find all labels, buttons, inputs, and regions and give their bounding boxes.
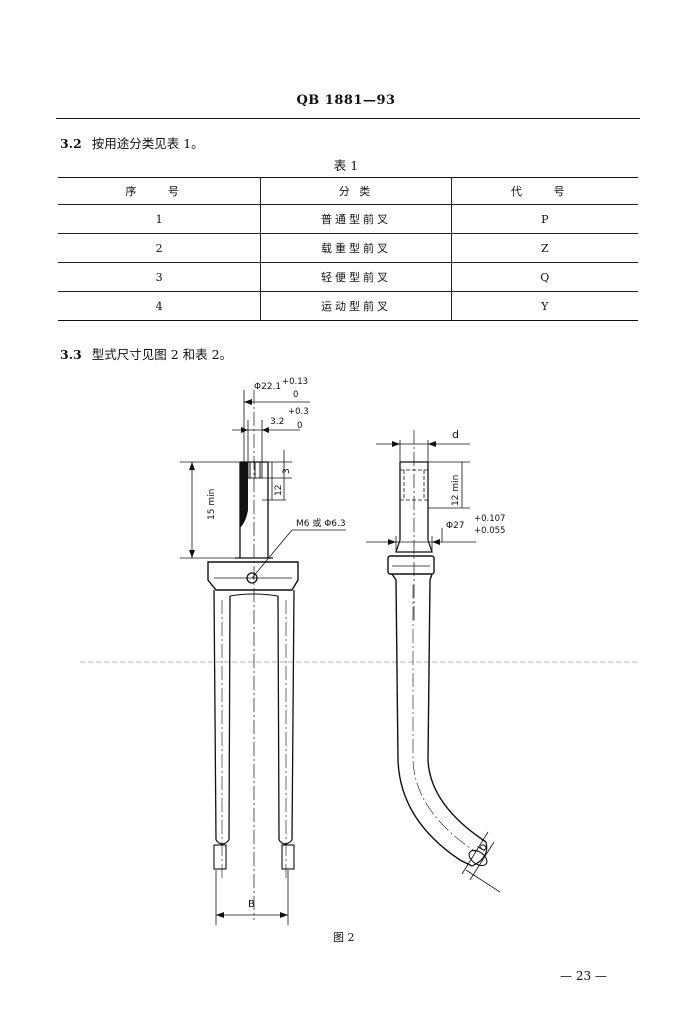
table-row: 4 运动型前叉 Y xyxy=(58,291,638,321)
dim-d: d xyxy=(452,428,459,441)
dim-12: 12 xyxy=(274,485,284,496)
cell-category: 轻便型前叉 xyxy=(260,262,452,292)
table-row: 1 普通型前叉 P xyxy=(58,204,638,234)
column-header-code: 代 号 xyxy=(451,177,638,205)
dim-b-width: B xyxy=(248,899,255,910)
side-view xyxy=(366,430,501,893)
header-rule xyxy=(56,118,640,119)
section-number: 3.3 xyxy=(60,347,82,362)
section-3-2: 3.2 按用途分类见表 1。 xyxy=(60,133,204,152)
column-header-number: 序 号 xyxy=(58,177,262,205)
figure-caption: 图 2 xyxy=(333,931,355,944)
table-caption: 表 1 xyxy=(333,158,359,173)
dim-phi22: Φ22.1 xyxy=(254,382,281,392)
classification-table: 序 号 分 类 代 号 1 普通型前叉 P 2 载重型前叉 Z 3 轻便型前叉 … xyxy=(58,177,638,321)
tol-phi22-upper: +0.13 xyxy=(282,377,308,387)
standard-number: QB 1881—93 xyxy=(296,93,396,108)
section-text: 型式尺寸见图 2 和表 2。 xyxy=(91,347,233,362)
tol-phi22-lower: 0 xyxy=(293,390,298,400)
front-view xyxy=(180,390,346,925)
cell-code: P xyxy=(451,204,638,234)
table-header-row: 序 号 分 类 代 号 xyxy=(58,177,638,205)
cell-number: 4 xyxy=(58,291,262,321)
table-row: 2 载重型前叉 Z xyxy=(58,233,638,263)
tol-phi27-upper: +0.107 xyxy=(474,514,505,524)
cell-code: Z xyxy=(451,233,638,263)
tol-phi27-lower: +0.055 xyxy=(474,526,505,536)
table-row: 3 轻便型前叉 Q xyxy=(58,262,638,292)
tol-3-2-lower: 0 xyxy=(297,421,302,431)
tol-3-2-upper: +0.3 xyxy=(288,407,309,417)
dim-3: 3 xyxy=(282,468,292,474)
dim-3-2: 3.2 xyxy=(270,417,284,427)
cell-number: 2 xyxy=(58,233,262,263)
section-text: 按用途分类见表 1。 xyxy=(91,136,204,151)
fork-technical-drawing: Φ22.1 +0.13 0 3.2 +0.3 0 3 12 15 min M6 … xyxy=(80,377,640,944)
column-header-category: 分 类 xyxy=(260,177,452,205)
dim-12min: 12 min xyxy=(451,475,461,506)
dim-15min: 15 min xyxy=(207,489,217,520)
section-3-3: 3.3 型式尺寸见图 2 和表 2。 xyxy=(60,344,232,363)
cell-category: 普通型前叉 xyxy=(260,204,452,234)
cell-code: Y xyxy=(451,291,638,321)
cell-number: 1 xyxy=(58,204,262,234)
page-number: — 23 — xyxy=(560,969,607,983)
cell-category: 运动型前叉 xyxy=(260,291,452,321)
section-number: 3.2 xyxy=(60,136,82,151)
cell-code: Q xyxy=(451,262,638,292)
cell-category: 载重型前叉 xyxy=(260,233,452,263)
dim-phi27: Φ27 xyxy=(446,521,465,531)
thread-label: M6 或 Φ6.3 xyxy=(296,517,346,529)
cell-number: 3 xyxy=(58,262,262,292)
